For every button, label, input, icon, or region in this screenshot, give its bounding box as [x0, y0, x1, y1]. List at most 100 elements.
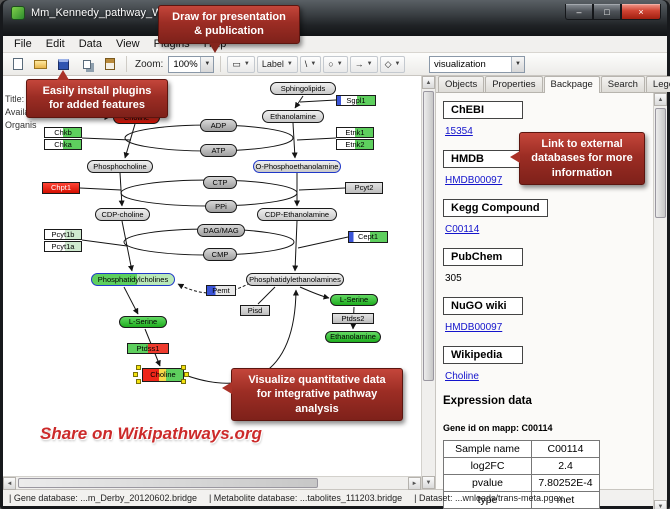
node-phosphocholine[interactable]: Phosphocholine	[87, 160, 153, 173]
menu-edit[interactable]: Edit	[45, 38, 65, 50]
node-ptdss1[interactable]: Ptdss1	[127, 343, 169, 354]
node-cmp[interactable]: CMP	[203, 248, 237, 261]
selection-handle[interactable]	[181, 379, 186, 384]
chevron-down-icon[interactable]: ▼	[243, 61, 250, 67]
chebi-link[interactable]: 15354	[445, 126, 473, 137]
node-sgpl1[interactable]: Sgpl1	[336, 95, 376, 106]
node-etnk1[interactable]: Etnk1	[336, 127, 374, 138]
open-button[interactable]	[30, 55, 51, 74]
label-tool-text: Label	[261, 59, 284, 69]
line-tool-button[interactable]: \ ▼	[299, 55, 322, 73]
tab-search[interactable]: Search	[600, 76, 645, 92]
node-chka[interactable]: Chka	[44, 139, 82, 150]
node-chkb[interactable]: Chkb	[44, 127, 82, 138]
backpage-header-kegg: Kegg Compound	[443, 199, 548, 217]
shape-icon: ○	[328, 59, 334, 69]
expression-data-title: Expression data	[443, 395, 532, 407]
selection-handle[interactable]	[136, 379, 141, 384]
hscroll-thumb[interactable]	[18, 478, 318, 488]
wikipedia-link[interactable]: Choline	[445, 371, 479, 382]
node-pisd[interactable]: Pisd	[240, 305, 270, 316]
node-l-serine-right[interactable]: L-Serine	[330, 294, 378, 306]
canvas-horizontal-scrollbar[interactable]: ◄ ►	[3, 476, 421, 490]
node-o-phosphoethanolamine[interactable]: O-Phosphoethanolamine	[253, 160, 341, 173]
vscroll-thumb[interactable]	[423, 91, 434, 381]
chevron-down-icon[interactable]: ▼	[366, 61, 373, 67]
chevron-down-icon[interactable]: ▼	[310, 61, 317, 67]
scroll-left-icon[interactable]: ◄	[3, 477, 16, 490]
node-pemt[interactable]: Pemt	[206, 285, 236, 296]
sidebar-vertical-scrollbar[interactable]: ▲ ▼	[653, 93, 667, 509]
chevron-down-icon[interactable]: ▼	[336, 61, 343, 67]
node-ethanolamine-bottom[interactable]: Ethanolamine	[325, 331, 381, 343]
node-cdp-ethanolamine[interactable]: CDP-Ethanolamine	[257, 208, 337, 221]
vscroll-track[interactable]	[422, 89, 435, 476]
node-phosphatidylethanolamines[interactable]: Phosphatidylethanolamines	[246, 273, 344, 286]
save-button[interactable]	[53, 55, 74, 74]
scroll-up-icon[interactable]: ▲	[654, 93, 667, 106]
node-cept1[interactable]: Cept1	[348, 231, 388, 243]
node-etnk2[interactable]: Etnk2	[336, 139, 374, 150]
open-folder-icon	[34, 59, 47, 69]
datanode-tool-button[interactable]: ▭ ▼	[227, 55, 255, 73]
shape-tool-button[interactable]: ○ ▼	[323, 55, 348, 73]
selection-handle[interactable]	[181, 365, 186, 370]
menu-data[interactable]: Data	[78, 38, 102, 50]
node-atp[interactable]: ATP	[200, 144, 237, 157]
tab-objects[interactable]: Objects	[438, 76, 485, 92]
visualization-select[interactable]: visualization ▼	[429, 55, 525, 73]
sidebar-vscroll-thumb[interactable]	[655, 108, 666, 218]
titlebar[interactable]: Mm_Kennedy_pathway_WP1771_45176.gpml – □…	[3, 0, 667, 36]
scroll-down-icon[interactable]: ▼	[654, 500, 667, 509]
node-cdp-choline[interactable]: CDP-choline	[95, 208, 150, 221]
node-ppi[interactable]: PPi	[205, 200, 237, 213]
paste-button[interactable]	[99, 55, 120, 74]
copy-button[interactable]	[76, 55, 97, 74]
node-ethanolamine-top[interactable]: Ethanolamine	[262, 110, 324, 123]
chevron-down-icon[interactable]: ▼	[394, 61, 401, 67]
selection-handle[interactable]	[136, 365, 141, 370]
node-chpt1[interactable]: Chpt1	[42, 182, 80, 194]
tab-legend[interactable]: Legend	[645, 76, 670, 92]
tab-properties[interactable]: Properties	[485, 76, 543, 92]
close-button[interactable]: ×	[621, 4, 661, 20]
label-tool-button[interactable]: Label ▼	[256, 55, 298, 73]
new-file-button[interactable]	[7, 55, 28, 74]
node-pcyt1a[interactable]: Pcyt1a	[44, 241, 82, 252]
sidebar-tabs: Objects Properties Backpage Search Legen…	[436, 76, 670, 93]
template-tool-button[interactable]: ◇ ▼	[379, 55, 406, 73]
chevron-down-icon[interactable]: ▼	[511, 56, 524, 72]
node-adp[interactable]: ADP	[200, 119, 237, 132]
node-sphingolipids[interactable]: Sphingolipids	[270, 82, 336, 95]
hscroll-track[interactable]	[16, 477, 408, 489]
node-ctp[interactable]: CTP	[203, 176, 237, 189]
node-ptdss2[interactable]: Ptdss2	[332, 313, 374, 324]
node-choline-selected[interactable]: Choline	[142, 368, 184, 382]
node-pcyt1b[interactable]: Pcyt1b	[44, 229, 82, 240]
scroll-up-icon[interactable]: ▲	[422, 76, 435, 89]
canvas-vertical-scrollbar[interactable]: ▲ ▼	[421, 76, 435, 489]
sidebar-vscroll-track[interactable]	[654, 106, 667, 500]
chevron-down-icon[interactable]: ▼	[286, 61, 293, 67]
menu-file[interactable]: File	[14, 38, 32, 50]
scroll-right-icon[interactable]: ►	[408, 477, 421, 490]
node-dag-mag[interactable]: DAG/MAG	[197, 224, 245, 237]
hmdb-link[interactable]: HMDB00097	[445, 175, 503, 186]
pathway-info-title-label: Title:	[5, 94, 25, 104]
kegg-link[interactable]: C00114	[445, 224, 480, 235]
menu-view[interactable]: View	[115, 38, 140, 50]
selection-handle[interactable]	[184, 372, 189, 377]
node-l-serine-left[interactable]: L-Serine	[119, 316, 167, 328]
interaction-tool-button[interactable]: → ▼	[349, 55, 378, 73]
chevron-down-icon[interactable]: ▼	[200, 56, 214, 72]
tab-backpage[interactable]: Backpage	[543, 76, 600, 93]
maximize-button[interactable]: □	[593, 4, 621, 20]
nugo-link[interactable]: HMDB00097	[445, 322, 503, 333]
scroll-down-icon[interactable]: ▼	[422, 476, 435, 489]
selection-handle[interactable]	[133, 372, 138, 377]
canvas-column: Title: Availab Organis Sphingolipids Sgp…	[3, 76, 421, 490]
node-phosphatidylcholines[interactable]: Phosphatidylcholines	[91, 273, 175, 286]
zoom-select[interactable]: 100% ▼	[168, 55, 215, 73]
node-pcyt2[interactable]: Pcyt2	[345, 182, 383, 194]
minimize-button[interactable]: –	[565, 4, 593, 20]
